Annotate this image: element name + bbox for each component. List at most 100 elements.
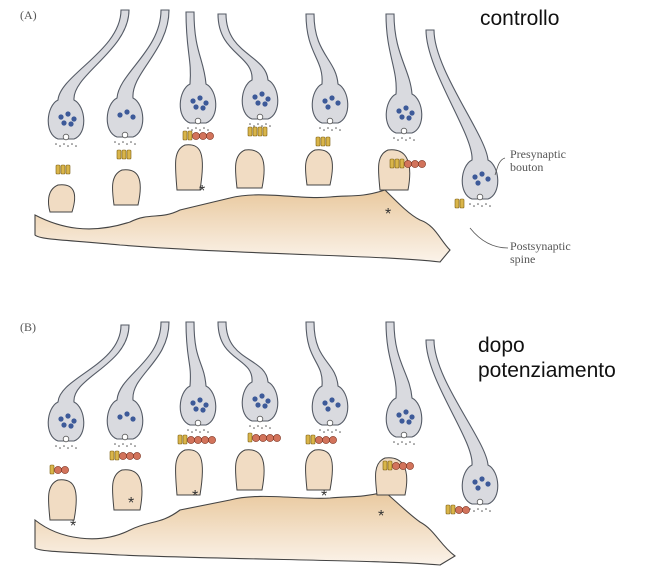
release-dot — [405, 443, 407, 445]
presynaptic-neuron — [180, 322, 216, 433]
synaptic-vesicle — [329, 95, 334, 100]
postsynaptic-dendrite-a — [35, 190, 450, 262]
release-dot — [339, 431, 341, 433]
synaptic-vesicle — [197, 397, 202, 402]
release-site — [122, 132, 128, 138]
dendritic-spine — [305, 150, 332, 185]
release-dot — [191, 431, 193, 433]
release-dot — [393, 441, 395, 443]
synaptic-vesicle — [65, 111, 70, 116]
receptor-cluster — [50, 465, 69, 474]
nmda-receptor — [418, 160, 425, 167]
release-dot — [261, 427, 263, 429]
nmda-receptor — [133, 452, 140, 459]
release-site — [257, 416, 263, 422]
receptor-cluster — [306, 435, 337, 444]
ampa-receptor — [451, 505, 455, 514]
ampa-receptor — [390, 159, 394, 168]
synaptic-vesicle — [262, 101, 267, 106]
release-site — [257, 114, 263, 120]
release-dot — [401, 137, 403, 139]
release-dot — [339, 129, 341, 131]
nmda-receptor — [54, 466, 61, 473]
ampa-receptor — [258, 127, 262, 136]
dendritic-spine — [235, 450, 264, 490]
ampa-receptor — [383, 461, 387, 470]
release-dot — [63, 143, 65, 145]
synaptic-vesicle — [325, 104, 330, 109]
release-dot — [473, 205, 475, 207]
release-dot — [401, 441, 403, 443]
release-dot — [409, 137, 411, 139]
ampa-receptor — [326, 137, 330, 146]
release-dot — [335, 429, 337, 431]
synaptic-vesicle — [65, 413, 70, 418]
nmda-receptor — [329, 436, 336, 443]
ampa-receptor — [460, 199, 464, 208]
synaptic-vesicle — [203, 100, 208, 105]
release-dot — [473, 510, 475, 512]
release-dot — [122, 443, 124, 445]
presynaptic-neuron — [180, 12, 216, 131]
synaptic-vesicle — [265, 96, 270, 101]
synaptic-vesicle — [475, 485, 480, 490]
panel-b-caption-line2: potenziamento — [478, 358, 616, 383]
nmda-receptor — [411, 160, 418, 167]
ampa-receptor — [248, 127, 252, 136]
ampa-receptor — [115, 451, 119, 460]
presynaptic-neuron — [386, 14, 422, 141]
release-dot — [207, 431, 209, 433]
nmda-receptor — [126, 452, 133, 459]
receptor-cluster — [178, 435, 216, 444]
release-site — [401, 432, 407, 438]
synaptic-vesicle — [117, 414, 122, 419]
release-dot — [249, 123, 251, 125]
release-dot — [122, 141, 124, 143]
synaptic-vesicle — [203, 402, 208, 407]
bouton-body — [107, 322, 169, 439]
release-dot — [55, 143, 57, 145]
synaptic-vesicle — [61, 120, 66, 125]
presynaptic-neuron — [386, 322, 422, 445]
release-dot — [481, 510, 483, 512]
ampa-receptor — [321, 137, 325, 146]
release-dot — [134, 445, 136, 447]
receptor-cluster — [117, 150, 131, 159]
receptor-cluster — [56, 165, 70, 174]
nmda-receptor — [119, 452, 126, 459]
synaptic-vesicle — [399, 418, 404, 423]
dendritic-spine — [48, 185, 74, 212]
nmda-receptor — [315, 436, 322, 443]
ampa-receptor — [56, 165, 60, 174]
release-dot — [319, 127, 321, 129]
synaptic-vesicle — [472, 479, 477, 484]
synaptic-vesicle — [479, 171, 484, 176]
release-dot — [485, 203, 487, 205]
synaptic-vesicle — [475, 180, 480, 185]
release-dot — [75, 447, 77, 449]
release-dot — [59, 145, 61, 147]
synaptic-vesicle — [68, 423, 73, 428]
release-site — [195, 118, 201, 124]
postsynaptic-dendrite-b — [35, 492, 455, 565]
dendritic-spine — [175, 450, 202, 495]
presynaptic-neuron — [306, 14, 348, 131]
release-dot — [327, 429, 329, 431]
receptor-cluster — [110, 451, 141, 460]
presynaptic-neuron — [218, 322, 278, 429]
release-dot — [261, 125, 263, 127]
receptor-cluster — [316, 137, 330, 146]
dendritic-spine — [48, 480, 76, 520]
presynaptic-neuron — [218, 14, 278, 127]
release-dot — [118, 445, 120, 447]
ampa-receptor — [110, 451, 114, 460]
release-dot — [327, 127, 329, 129]
release-dot — [207, 129, 209, 131]
synaptic-vesicle — [259, 91, 264, 96]
label-postsynaptic-spine: Postsynaptic spine — [510, 240, 571, 266]
release-dot — [187, 127, 189, 129]
bouton-body — [218, 14, 278, 119]
synaptic-vesicle — [124, 109, 129, 114]
release-dot — [67, 447, 69, 449]
